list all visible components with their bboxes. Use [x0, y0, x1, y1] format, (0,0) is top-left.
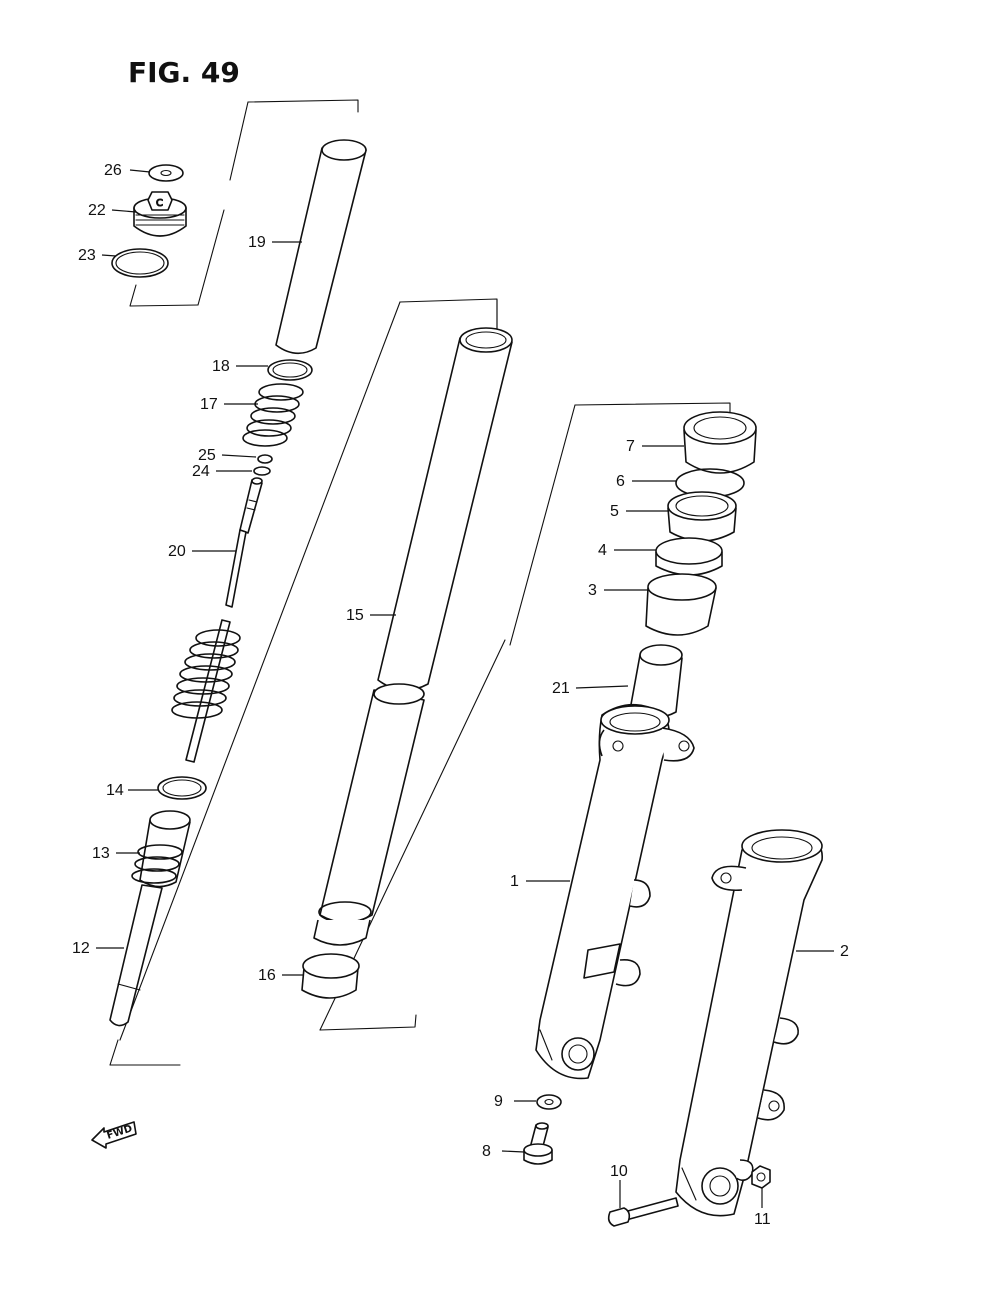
callout-17: 17 [200, 396, 258, 413]
svg-text:23: 23 [78, 247, 96, 264]
part-1-outer-tube [535, 703, 695, 1080]
callout-24: 24 [192, 463, 252, 480]
part-10-bolt [607, 1197, 679, 1227]
callout-7: 7 [626, 438, 684, 455]
callout-1: 1 [510, 873, 570, 890]
callout-5: 5 [610, 503, 668, 520]
callout-20: 20 [168, 543, 236, 560]
callout-22: 22 [88, 202, 137, 219]
part-3-bushing [645, 573, 717, 636]
svg-text:19: 19 [248, 234, 266, 251]
callout-11: 11 [754, 1188, 771, 1228]
callout-18: 18 [212, 358, 268, 375]
callout-2: 2 [796, 943, 849, 960]
svg-text:10: 10 [610, 1163, 628, 1180]
svg-text:21: 21 [552, 680, 570, 697]
svg-text:16: 16 [258, 967, 276, 984]
svg-text:5: 5 [610, 503, 619, 520]
callout-25: 25 [198, 447, 257, 464]
svg-text:7: 7 [626, 438, 635, 455]
callout-6: 6 [616, 473, 676, 490]
callout-4: 4 [598, 542, 656, 559]
callout-23: 23 [78, 247, 117, 264]
part-19-spacer [275, 139, 367, 355]
group-frame-damper [109, 298, 498, 1066]
svg-text:3: 3 [588, 582, 597, 599]
part-24-ring [253, 466, 271, 476]
callout-13: 13 [92, 845, 140, 862]
callout-15: 15 [346, 607, 396, 624]
part-23-o-ring [111, 248, 169, 278]
svg-text:9: 9 [494, 1093, 503, 1110]
part-22-cap-bolt: C [133, 191, 187, 237]
callout-9: 9 [494, 1093, 536, 1110]
svg-text:17: 17 [200, 396, 218, 413]
part-17-spring [242, 383, 304, 447]
svg-text:18: 18 [212, 358, 230, 375]
part-5-oil-seal [667, 491, 737, 542]
callout-12: 12 [72, 940, 124, 957]
part-8-bolt [523, 1122, 553, 1165]
svg-text:22: 22 [88, 202, 106, 219]
svg-text:13: 13 [92, 845, 110, 862]
callout-14: 14 [106, 782, 158, 799]
svg-text:1: 1 [510, 873, 519, 890]
svg-text:25: 25 [198, 447, 216, 464]
svg-text:14: 14 [106, 782, 124, 799]
callout-3: 3 [588, 582, 648, 599]
part-21-bushing [629, 644, 683, 719]
svg-text:2: 2 [840, 943, 849, 960]
part-7-dust-seal [683, 411, 757, 474]
svg-text:8: 8 [482, 1143, 491, 1160]
callout-10: 10 [610, 1163, 628, 1208]
part-20-damper-rod [171, 477, 263, 763]
part-16-bushing [301, 953, 360, 999]
svg-text:15: 15 [346, 607, 364, 624]
part-14-ring [157, 776, 207, 800]
svg-text:11: 11 [754, 1211, 771, 1228]
part-13-cylinder-head [131, 810, 191, 888]
figure-title: FIG. 49 [128, 56, 240, 89]
callout-21: 21 [552, 680, 629, 697]
part-11-nut [751, 1165, 771, 1189]
svg-text:24: 24 [192, 463, 210, 480]
part-25-ring [257, 454, 273, 464]
part-12-cylinder [109, 884, 163, 1027]
svg-text:26: 26 [104, 162, 122, 179]
svg-text:4: 4 [598, 542, 607, 559]
part-15-inner-tube [313, 327, 513, 946]
callout-19: 19 [248, 234, 302, 251]
svg-text:12: 12 [72, 940, 90, 957]
callout-8: 8 [482, 1143, 525, 1160]
part-4-washer [655, 537, 723, 576]
callout-16: 16 [258, 967, 304, 984]
svg-text:20: 20 [168, 543, 186, 560]
group-frame-cap [129, 99, 359, 307]
part-26-washer [148, 164, 184, 182]
part-9-gasket [536, 1094, 562, 1110]
fwd-arrow-icon: FWD [91, 1121, 137, 1149]
callout-26: 26 [104, 162, 151, 179]
svg-text:6: 6 [616, 473, 625, 490]
part-18-washer [267, 359, 313, 381]
part-2-outer-tube [675, 829, 823, 1217]
svg-text:C: C [156, 198, 163, 209]
